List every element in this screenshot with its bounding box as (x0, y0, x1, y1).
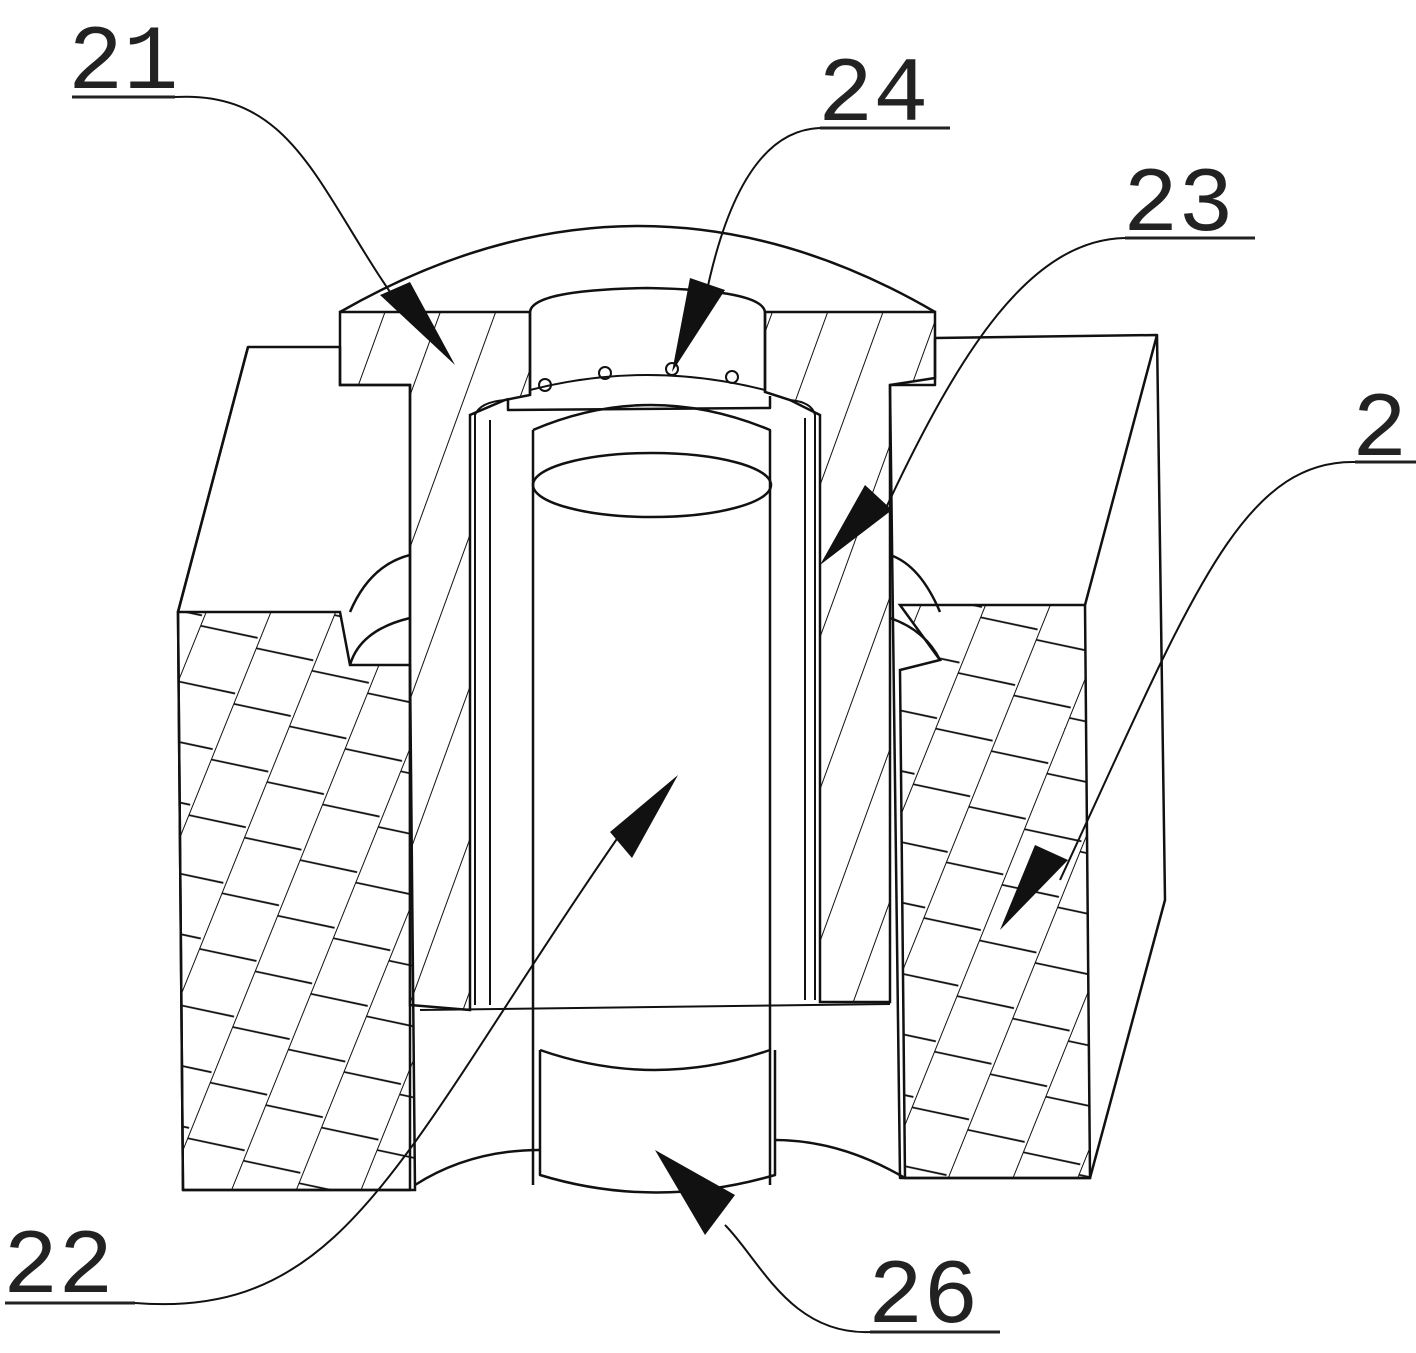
bottom-recess (415, 1140, 905, 1185)
label-26-text: 26 (868, 1245, 978, 1350)
label-2: 2 (1352, 378, 1416, 483)
label-24: 24 (818, 43, 950, 148)
label-21-text: 21 (68, 11, 178, 116)
label-21: 21 (68, 11, 178, 116)
label-26: 26 (868, 1245, 1000, 1350)
label-22: 22 (3, 1215, 135, 1320)
left-body-block (178, 347, 415, 1190)
label-2-text: 2 (1352, 378, 1407, 483)
label-23: 23 (1123, 153, 1255, 258)
gap-23 (475, 400, 815, 1005)
sleeve-21 (340, 226, 940, 1010)
label-24-text: 24 (818, 43, 928, 148)
right-body-block (890, 335, 1165, 1178)
label-23-text: 23 (1123, 153, 1233, 258)
cap-24 (508, 288, 770, 410)
